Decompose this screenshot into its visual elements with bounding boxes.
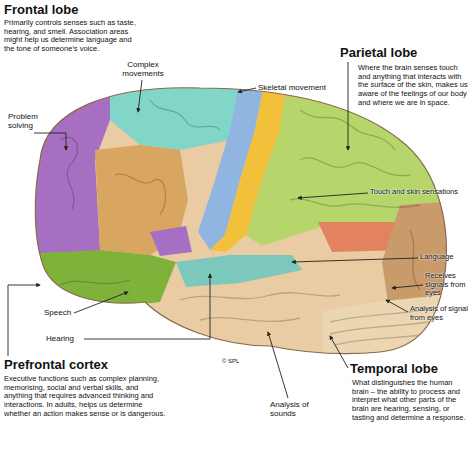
brain-folds <box>60 100 450 345</box>
fold-line <box>115 174 165 215</box>
lobe-description: Where the brain senses touch and anythin… <box>358 64 470 107</box>
leader-line <box>348 62 349 150</box>
function-label: Problem solving <box>8 112 48 130</box>
fold-line <box>410 230 420 290</box>
function-label: Skeletal movement <box>258 83 348 92</box>
leader-line <box>238 88 256 92</box>
fold-line <box>150 100 220 130</box>
leader-line <box>34 133 66 150</box>
lobe-description: Primarily controls senses such as taste,… <box>4 19 144 54</box>
function-label: Complex movements <box>117 60 169 78</box>
leader-line <box>392 285 423 288</box>
lobe-heading: Prefrontal cortex <box>4 358 174 373</box>
leader-line <box>386 300 408 312</box>
function-label: Receives signals from eyes <box>425 272 471 298</box>
function-label: Touch and skin sensations <box>370 188 474 197</box>
fold-line <box>290 199 420 207</box>
cerebellum-fold <box>335 330 450 345</box>
leader-line <box>330 336 348 368</box>
cerebellum <box>322 290 470 370</box>
leader-line <box>268 332 288 398</box>
fold-line <box>300 110 395 150</box>
fold-line <box>300 158 410 176</box>
lobe-heading: Frontal lobe <box>4 3 164 18</box>
copyright-note: © SPL <box>222 358 262 365</box>
fold-line <box>200 318 300 322</box>
function-label: Language <box>420 253 472 262</box>
function-label: Analysis of signal from eyes <box>410 305 474 322</box>
lobe-heading: Temporal lobe <box>350 362 474 377</box>
leader-line <box>8 285 40 356</box>
leader-line <box>138 80 142 112</box>
fold-line <box>60 280 130 285</box>
fold-line <box>60 137 77 210</box>
function-label: Speech <box>44 308 84 317</box>
leader-lines <box>8 62 423 398</box>
leader-line <box>84 274 210 339</box>
leader-line <box>298 193 368 198</box>
brain-outline <box>35 88 446 354</box>
auditory-region <box>176 255 302 287</box>
function-label: Analysis of sounds <box>270 400 322 418</box>
speech-region <box>150 226 192 256</box>
lobe-heading: Parietal lobe <box>340 46 470 61</box>
function-label: Hearing <box>46 334 86 343</box>
fold-line <box>180 293 340 300</box>
lobe-description: Executive functions such as complex plan… <box>4 375 166 418</box>
lobe-description: What distinguishes the human brain – the… <box>352 379 470 422</box>
leader-line <box>74 292 128 313</box>
leader-line <box>292 258 418 262</box>
